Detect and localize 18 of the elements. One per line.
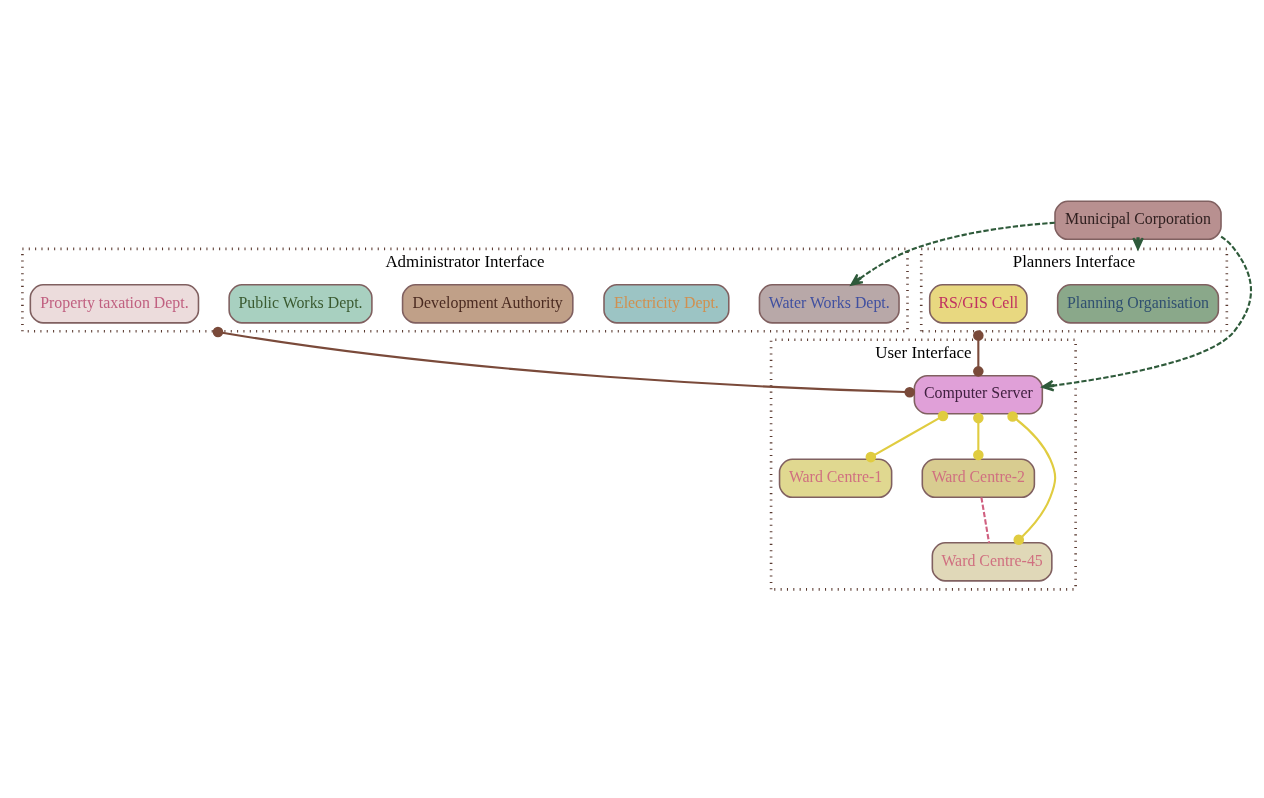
node-box: Ward Centre-45 (931, 541, 1053, 582)
node-box: Planning Organisation (1056, 283, 1219, 324)
arrow (849, 221, 1055, 286)
node-box: Public Works Dept. (227, 283, 373, 324)
connector (972, 412, 984, 460)
node-box: Development Authority (401, 283, 574, 324)
connector (972, 329, 984, 377)
node-box: Water Works Dept. (758, 283, 900, 324)
node-box: Computer Server (913, 374, 1043, 415)
node-box: Ward Centre-2 (921, 457, 1035, 498)
node-box: Ward Centre-1 (778, 457, 892, 498)
connector (212, 326, 915, 397)
connector (1006, 410, 1056, 545)
node-box: Electricity Dept. (602, 283, 730, 324)
connector (865, 410, 948, 462)
node-box: RS/GIS Cell (928, 283, 1028, 324)
connector (979, 496, 990, 543)
node-box: Property taxation Dept. (29, 283, 199, 324)
